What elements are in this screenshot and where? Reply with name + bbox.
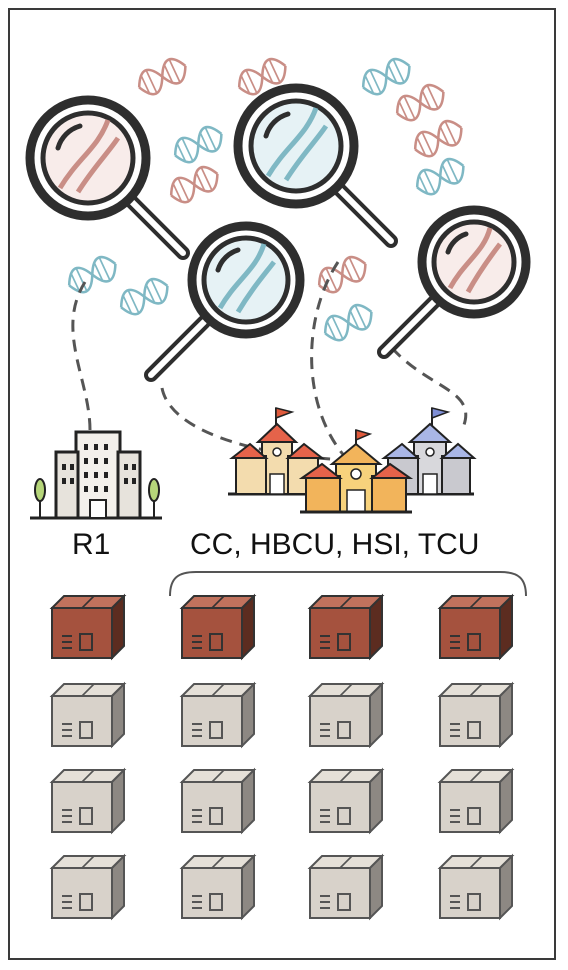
dashed-path xyxy=(390,346,468,431)
dna-helix-icon xyxy=(356,53,417,101)
magnifier-icons xyxy=(25,83,531,382)
magnifying-glass-dna-icon xyxy=(233,83,398,248)
package-box-icon xyxy=(181,769,255,833)
dna-helix-icon xyxy=(132,53,193,101)
package-box-icon xyxy=(181,595,255,659)
package-box-icon xyxy=(51,769,125,833)
institution-groups-label: CC, HBCU, HSI, TCU xyxy=(190,528,480,561)
office-building-icon xyxy=(30,430,162,520)
dna-helix-icon xyxy=(410,153,471,201)
magnifying-glass-dna-icon xyxy=(377,205,531,359)
package-box-icon xyxy=(181,683,255,747)
package-box-icon xyxy=(439,595,513,659)
dashed-path xyxy=(310,261,359,472)
package-box-icon xyxy=(181,855,255,919)
package-box-icon xyxy=(309,855,383,919)
magnifying-glass-dna-icon xyxy=(144,221,305,382)
group-bracket xyxy=(169,571,527,597)
dna-helix-icon xyxy=(164,161,225,209)
school-campus-icon xyxy=(228,407,477,514)
package-box-icon xyxy=(309,769,383,833)
dna-helix-icon xyxy=(318,299,379,347)
package-box-icon xyxy=(439,683,513,747)
magnifying-glass-dna-icon xyxy=(25,95,190,260)
school-building-icon xyxy=(298,429,414,514)
dna-helix-icon xyxy=(62,251,123,299)
package-box-icon xyxy=(309,683,383,747)
package-box-icon xyxy=(309,595,383,659)
dna-helix-icon xyxy=(390,79,451,127)
r1-label: R1 xyxy=(72,528,111,561)
package-box-icon xyxy=(439,855,513,919)
package-box-icon xyxy=(51,855,125,919)
package-box-icon xyxy=(439,769,513,833)
package-box-icon xyxy=(51,595,125,659)
dna-helix-icon xyxy=(114,273,175,321)
school-building-icon xyxy=(229,407,325,495)
connection-paths xyxy=(71,261,468,472)
school-building-icon xyxy=(381,407,477,495)
dashed-path xyxy=(160,387,346,462)
box-grid xyxy=(51,595,513,919)
dna-helix-icon xyxy=(168,121,229,169)
dna-helix-icon xyxy=(408,115,469,163)
package-box-icon xyxy=(51,683,125,747)
dna-helix-icon xyxy=(312,251,373,299)
dashed-path xyxy=(71,281,92,431)
